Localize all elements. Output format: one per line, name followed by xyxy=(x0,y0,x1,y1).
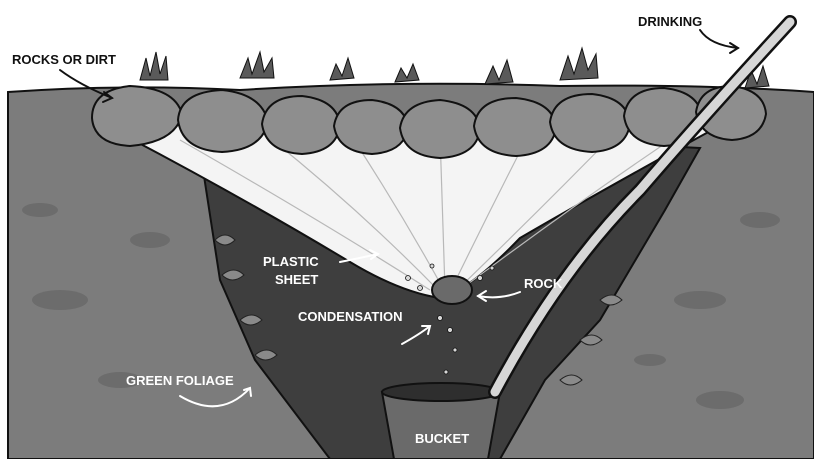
label-plastic: PLASTIC xyxy=(263,254,319,269)
label-rocks-or-dirt: ROCKS OR DIRT xyxy=(12,52,116,67)
bucket xyxy=(382,383,500,459)
label-sheet: SHEET xyxy=(275,272,318,287)
label-green-foliage: GREEN FOLIAGE xyxy=(126,373,234,388)
label-drinking: DRINKING xyxy=(638,14,702,29)
label-condensation: CONDENSATION xyxy=(298,309,402,324)
label-bucket: BUCKET xyxy=(415,431,469,446)
label-rock: ROCK xyxy=(524,276,563,291)
weight-rock xyxy=(432,276,472,304)
bucket-rim xyxy=(382,383,500,401)
bucket-body xyxy=(382,392,500,459)
